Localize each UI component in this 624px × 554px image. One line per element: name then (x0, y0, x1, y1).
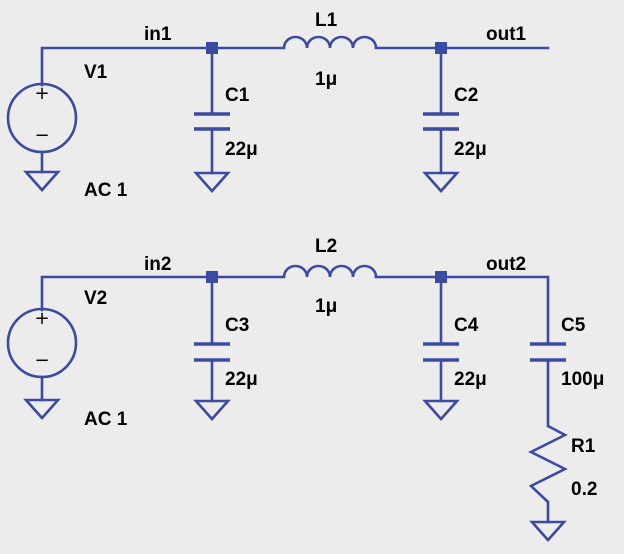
ground-icon (193, 171, 231, 193)
inductor-value-l1: 1μ (315, 69, 337, 90)
net-label-out2: out2 (486, 254, 526, 275)
source-plus-sign: + (34, 308, 49, 329)
source-minus-sign: − (34, 125, 49, 146)
circuit-2: + − in2 out2 V2 AC 1 (6, 236, 604, 542)
cap-value-c1: 22μ (225, 139, 258, 160)
ground-icon (422, 171, 460, 193)
ground-icon (23, 398, 61, 420)
capacitor-c2-icon[interactable] (423, 112, 459, 131)
resistor-name-r1: R1 (571, 436, 596, 457)
junction-dot (435, 42, 447, 54)
cap-name-c1: C1 (225, 85, 250, 106)
source-value-v1: AC 1 (84, 180, 128, 201)
capacitor-c3-icon[interactable] (194, 342, 230, 362)
junction-dot (435, 271, 447, 283)
junction-dot (206, 42, 218, 54)
voltage-source-v2[interactable]: + − (6, 307, 78, 379)
inductor-l2-icon[interactable] (282, 264, 378, 278)
cap-value-c5: 100μ (561, 369, 604, 390)
circuit-1: + − in1 out1 V1 AC 1 L1 1μ C1 22μ C2 22μ (6, 10, 550, 201)
cap-value-c4: 22μ (454, 369, 487, 390)
ac-source-icon (6, 307, 78, 379)
wire-in2 (40, 275, 286, 312)
ground-icon (529, 520, 567, 542)
cap-value-c2: 22μ (454, 139, 487, 160)
voltage-source-v1[interactable]: + − (6, 82, 78, 154)
junction-dot (206, 271, 218, 283)
capacitor-c1-icon[interactable] (194, 112, 230, 131)
ground-icon (422, 399, 460, 421)
ground-icon (23, 170, 61, 192)
source-value-v2: AC 1 (84, 409, 128, 430)
cap-name-c3: C3 (225, 315, 249, 336)
capacitor-c5-icon[interactable] (530, 342, 566, 362)
ground-icon (193, 399, 231, 421)
net-label-out1: out1 (486, 24, 527, 45)
resistor-r1-icon[interactable] (528, 424, 568, 503)
resistor-value-r1: 0.2 (571, 479, 597, 500)
wire-in1 (40, 46, 286, 87)
cap-name-c2: C2 (454, 85, 478, 106)
inductor-name-l1: L1 (315, 10, 338, 31)
capacitor-c4-icon[interactable] (423, 342, 459, 362)
source-name-v2: V2 (84, 288, 107, 309)
ac-source-icon (6, 82, 78, 154)
inductor-l1-icon[interactable] (282, 35, 378, 49)
source-plus-sign: + (34, 83, 49, 104)
inductor-value-l2: 1μ (315, 296, 337, 317)
wire-out2 (374, 275, 550, 346)
cap-value-c3: 22μ (225, 369, 258, 390)
net-label-in1: in1 (144, 24, 172, 45)
inductor-name-l2: L2 (315, 236, 337, 257)
net-label-in2: in2 (144, 254, 171, 275)
source-name-v1: V1 (84, 62, 108, 83)
cap-name-c5: C5 (561, 315, 586, 336)
source-minus-sign: − (34, 350, 49, 371)
cap-name-c4: C4 (454, 315, 479, 336)
